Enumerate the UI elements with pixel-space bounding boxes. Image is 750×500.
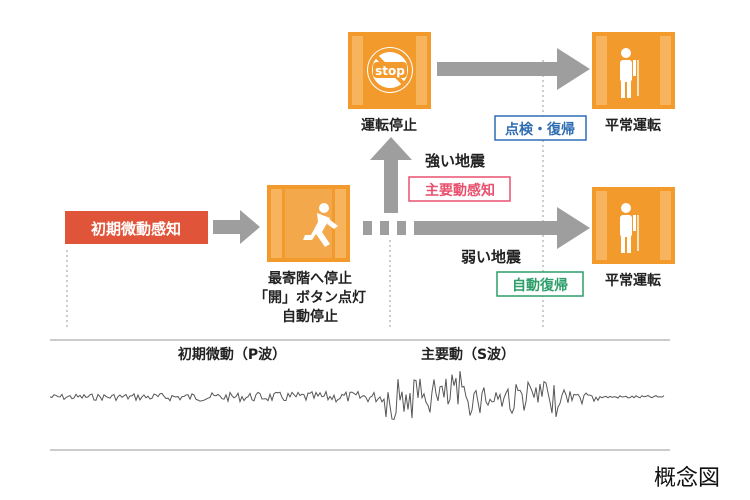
arrow-top-right [437,48,590,90]
initial-detection-tag: 初期微動感知 [65,211,208,244]
elevator-icon-running [267,185,350,262]
weak-quake-label: 弱い地震 [461,248,522,266]
caption-concept-diagram: 概念図 [653,466,720,491]
nearest-floor-labels: 最寄階へ停止 「開」ボタン点灯 自動停止 [254,270,366,325]
auto-stop-label: 自動停止 [282,308,338,325]
operation-stop-label: 運転停止 [361,117,417,134]
standing-person-icon [620,203,639,253]
nearest-floor-stop-label: 最寄階へ停止 [268,270,352,287]
inspect-recover-label: 点検・復帰 [505,121,575,138]
standing-person-icon [620,48,639,98]
strong-quake-label: 強い地震 [425,152,486,170]
arrow-to-elevator [213,210,260,244]
auto-recover-tag: 自動復帰 [496,271,584,297]
main-motion-tag: 主要動感知 [408,176,511,202]
auto-recover-label: 自動復帰 [512,277,568,294]
seismic-waveform [49,370,665,420]
running-person-icon [303,203,338,247]
stop-sign-text: stop [375,64,405,78]
initial-detection-label: 初期微動感知 [91,220,181,238]
dashed-connector [363,221,406,235]
stop-sign-icon: stop [367,47,413,93]
arrow-up-strong [370,137,412,213]
elevator-icon-normal-bottom [592,187,675,264]
normal-operation-bottom-label: 平常運転 [605,272,661,289]
elevator-icon-normal-top [592,32,675,109]
open-button-lit-label: 「開」ボタン点灯 [254,289,366,306]
main-motion-label: 主要動感知 [425,182,495,199]
elevator-icon-stop: stop [348,32,431,109]
inspect-recover-tag: 点検・復帰 [494,115,587,141]
s-wave-label: 主要動（S波） [421,346,515,363]
normal-operation-top-label: 平常運転 [605,117,661,134]
p-wave-label: 初期微動（P波） [178,346,286,363]
arrow-middle-right [414,207,590,249]
